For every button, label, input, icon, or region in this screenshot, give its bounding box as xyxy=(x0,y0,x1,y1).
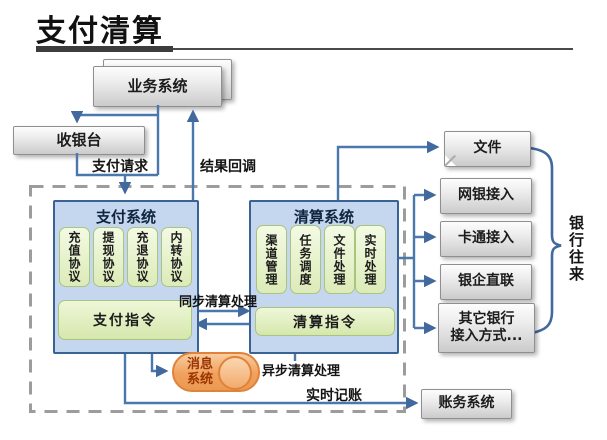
payment-instruction-node: 支付指令 xyxy=(58,300,192,340)
cylinder-cap xyxy=(218,356,252,390)
module-file-processing: 文件处理 xyxy=(324,225,355,294)
clearing-system-title: 清算系统 xyxy=(293,208,354,226)
payment-system-title: 支付系统 xyxy=(95,208,156,226)
clearing-instruction-node: 清算指令 xyxy=(255,307,395,336)
payment-request-label: 支付请求 xyxy=(92,159,148,175)
bank-relations-label: 银行往来 xyxy=(567,215,585,283)
page-title: 支付清算 xyxy=(36,14,164,49)
realtime-booking-label: 实时记账 xyxy=(306,388,362,404)
ebank-access-node: 网银接入 xyxy=(440,178,532,214)
message-system-node: 消息 系统 xyxy=(172,352,260,392)
arrow-business-to-cashier xyxy=(70,111,158,124)
other-bank-access-node: 其它银行 接入方式... xyxy=(438,303,535,353)
arrow-to-file xyxy=(336,140,440,200)
business-system-label: 业务系统 xyxy=(127,77,188,96)
module-realtime-processing: 实时处理 xyxy=(355,225,386,294)
business-system-node: 业务系统 xyxy=(93,66,222,107)
cashier-node: 收银台 xyxy=(13,126,145,155)
module-task-scheduling: 任务调度 xyxy=(290,225,321,294)
title-underline-thin xyxy=(173,48,573,50)
protocol-withdraw: 提现协议 xyxy=(93,227,124,287)
card-access-node: 卡通接入 xyxy=(440,221,532,257)
result-callback-label: 结果回调 xyxy=(200,159,256,175)
module-channel-management: 渠道管理 xyxy=(256,225,287,294)
async-clearing-label: 异步清算处理 xyxy=(262,364,341,379)
accounting-system-node: 账务系统 xyxy=(421,389,512,419)
sync-clearing-label: 同步清算处理 xyxy=(179,295,258,310)
title-underline-thick xyxy=(36,46,173,52)
protocol-refund: 充退协议 xyxy=(127,227,158,287)
bank-direct-link-node: 银企直联 xyxy=(440,264,532,300)
cashier-label: 收银台 xyxy=(56,131,102,150)
message-system-label: 消息 系统 xyxy=(187,357,214,387)
protocol-internal-transfer: 内转协议 xyxy=(161,227,192,287)
protocol-recharge: 充值协议 xyxy=(59,227,90,287)
file-node: 文件 xyxy=(443,131,531,167)
